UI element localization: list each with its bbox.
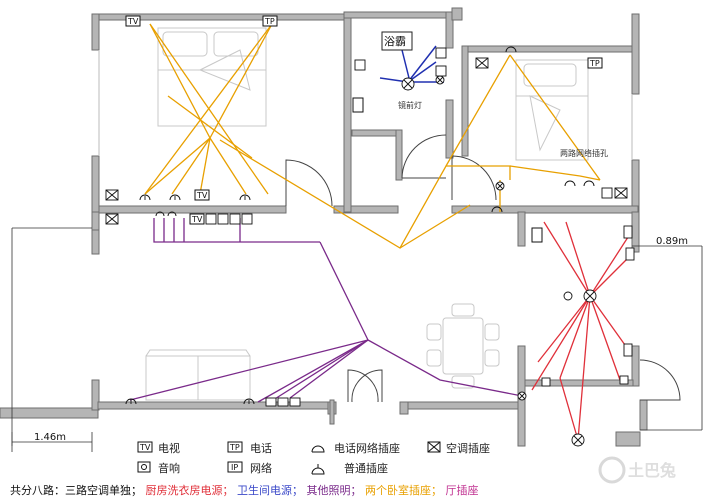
svg-text:电话网络插座: 电话网络插座 [334,441,400,455]
lighting-circuit [129,218,523,403]
svg-text:TP: TP [264,17,275,26]
tv-box-living: TV [189,213,205,225]
legend-item-network: IP 网络 [227,461,272,475]
circuit-bedroom-sockets: 两个卧室插座； [365,483,442,497]
dimension-left: 1.46m [11,227,93,452]
doors [98,50,681,403]
svg-text:1.46m: 1.46m [34,432,66,443]
living-lamp-icon [517,391,527,401]
dining-table [442,317,484,375]
dimension-right: 0.89m [632,236,703,431]
kitchen-lamp-icon [583,289,597,303]
master-bed [157,27,267,127]
svg-text:TP: TP [229,443,240,452]
bedroom-lamp-icon [495,181,505,191]
circuit-bathroom: 卫生间电源； [237,483,303,497]
circuit-summary-prefix: 共分八路：三路空调单独； [10,483,142,497]
walls [0,7,648,447]
svg-text:0.89m: 0.89m [656,236,688,247]
bath-lamp-2-icon [435,75,445,85]
legend-item-speaker: 音响 [137,461,180,475]
bedroom-socket-circuit [144,23,601,249]
circuit-summary: 共分八路：三路空调单独； 厨房洗衣房电源； 卫生间电源； 其他照明； 两个卧室插… [10,483,479,497]
laundry-lamp-icon [563,291,573,301]
device-tags: TV TP TP TV TV [125,15,603,243]
legend-item-tv: TV 电视 [137,441,180,455]
circuit-kitchen: 厨房洗衣房电源； [146,483,234,497]
legend-item-standard-socket: 普通插座 [311,461,388,475]
legend: TV 电视 TP 电话 电话网络插座 空调插座 音响 IP 网络 [137,441,490,475]
circuit-living-sockets: 厅插座 [446,483,479,497]
bath-lamp-label: 镜前灯 [398,100,422,110]
svg-text:电话: 电话 [250,442,272,455]
legend-item-ac-socket: 空调插座 [427,441,490,455]
svg-text:TV: TV [196,191,208,200]
svg-text:土巴兔: 土巴兔 [628,461,676,480]
svg-text:TV: TV [191,215,203,224]
legend-item-tp: TP 电话 [227,441,272,455]
svg-text:IP: IP [231,463,238,472]
svg-text:TP: TP [589,59,600,68]
svg-text:音响: 音响 [158,461,180,475]
tp-box-bath [352,97,364,113]
tp-box-second-bedroom: TP [587,57,603,69]
second-bed [515,59,589,161]
kitchen-circuit [531,221,631,441]
svg-text:普通插座: 普通插座 [344,461,388,475]
tv-box-master: TV [125,15,141,27]
svg-text:空调插座: 空调插座 [446,441,490,455]
svg-text:TV: TV [127,17,139,26]
wall-sockets [125,46,595,405]
lamp-symbols [401,75,597,447]
svg-text:TV: TV [139,443,151,452]
bedroom-network-label: 两路网络插孔 [560,148,608,158]
legend-item-phone-network-socket: 电话网络插座 [311,441,400,455]
socket-boxes [105,47,635,407]
circuit-lighting: 其他照明； [307,484,362,497]
bath-heater-label: 浴霸 [381,31,413,51]
tp-box-master: TP [262,15,278,27]
tp-box-kitchen [531,227,543,243]
svg-text:网络: 网络 [250,461,272,475]
furniture [145,27,589,401]
bath-lamp-icon [401,77,415,91]
svg-text:浴霸: 浴霸 [384,35,406,48]
kitchen-lamp-2-icon [571,433,585,447]
svg-text:电视: 电视 [158,441,180,455]
watermark: 土巴兔 [598,456,676,484]
tv-box-master-bottom: TV [194,189,210,201]
